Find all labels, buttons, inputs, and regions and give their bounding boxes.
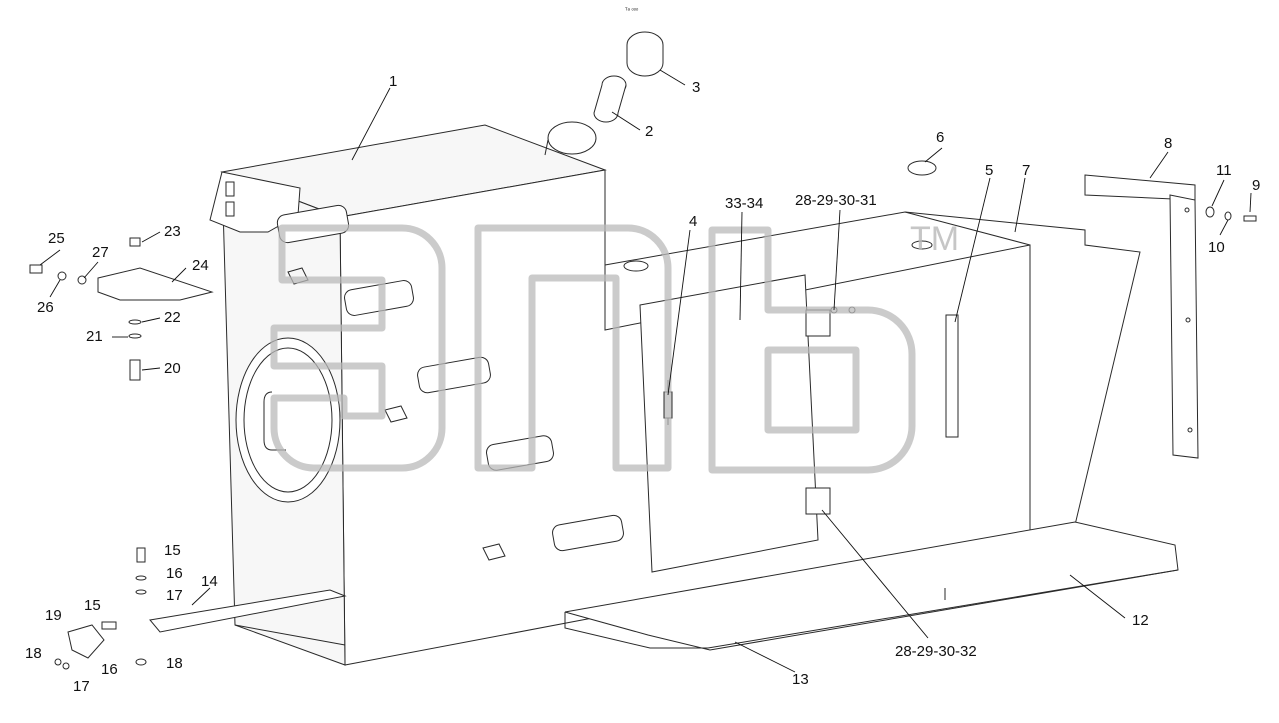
label-17-upper: 17 xyxy=(166,587,183,604)
label-6: 6 xyxy=(936,129,944,146)
label-24: 24 xyxy=(192,257,209,274)
step-platforms xyxy=(564,521,1179,651)
watermark-tm: TM xyxy=(910,220,959,258)
label-13: 13 xyxy=(792,671,809,688)
label-1: 1 xyxy=(389,73,397,90)
label-14: 14 xyxy=(201,573,218,590)
sight-gauge xyxy=(623,160,959,438)
svg-text:ᵀᵃ ᵒᵒᵒ: ᵀᵃ ᵒᵒᵒ xyxy=(625,7,639,14)
label-25: 25 xyxy=(48,230,65,247)
label-5: 5 xyxy=(985,162,993,179)
label-20: 20 xyxy=(164,360,181,377)
label-21: 21 xyxy=(86,328,103,345)
bracket-8 xyxy=(1084,174,1199,459)
filler-cap-assembly: ᵀᵃ ᵒᵒᵒ xyxy=(593,7,664,123)
label-16-upper: 16 xyxy=(166,565,183,582)
label-19: 19 xyxy=(45,607,62,624)
label-8: 8 xyxy=(1164,135,1172,152)
label-16-lower: 16 xyxy=(101,661,118,678)
label-23: 23 xyxy=(164,223,181,240)
label-22: 22 xyxy=(164,309,181,326)
fasteners-9-10-11 xyxy=(1205,206,1257,222)
fasteners-15-19 xyxy=(54,547,147,670)
label-12: 12 xyxy=(1132,612,1149,629)
round-hatch xyxy=(235,337,341,503)
label-17-lower: 17 xyxy=(73,678,90,695)
watermark-logo: TM xyxy=(270,220,959,474)
label-11: 11 xyxy=(1216,162,1232,179)
label-2: 2 xyxy=(645,123,653,140)
label-10: 10 xyxy=(1208,239,1225,256)
callout-labels: 1 2 3 4 5 6 7 8 9 10 11 12 13 14 15 15 1… xyxy=(25,73,1260,695)
label-28-29-30-31: 28-29-30-31 xyxy=(795,192,877,209)
label-27: 27 xyxy=(92,244,109,261)
label-4: 4 xyxy=(689,213,697,230)
leader-lines xyxy=(39,69,1252,673)
label-28-29-30-32: 28-29-30-32 xyxy=(895,643,977,660)
label-15-upper: 15 xyxy=(164,542,181,559)
label-18-right: 18 xyxy=(166,655,183,672)
fasteners-20-27 xyxy=(29,237,214,381)
label-15-lower: 15 xyxy=(84,597,101,614)
label-3: 3 xyxy=(692,79,700,96)
label-26: 26 xyxy=(37,299,54,316)
label-7: 7 xyxy=(1022,162,1030,179)
label-33-34: 33-34 xyxy=(725,195,763,212)
label-18-left: 18 xyxy=(25,645,42,662)
label-9: 9 xyxy=(1252,177,1260,194)
rail-14 xyxy=(149,589,347,646)
